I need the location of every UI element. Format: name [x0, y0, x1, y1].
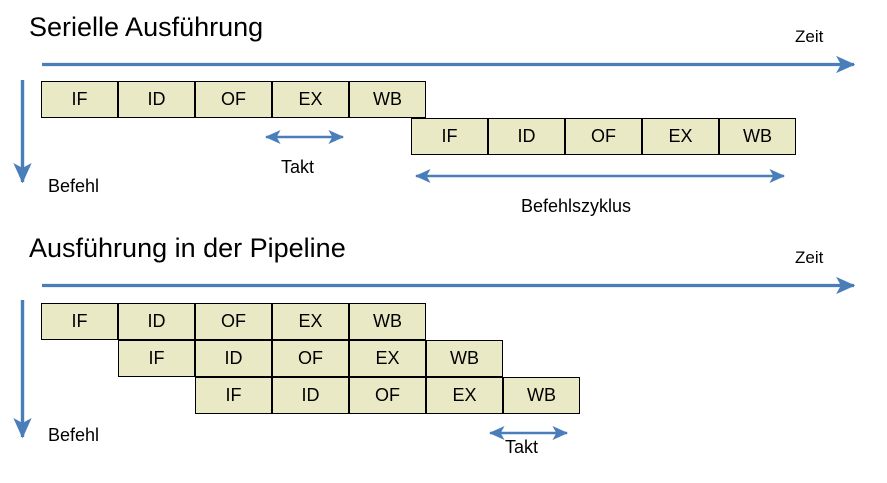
stage-box: ID	[118, 81, 195, 118]
stage-box: IF	[41, 303, 118, 340]
stage-box: OF	[195, 81, 272, 118]
stage-box: EX	[272, 303, 349, 340]
stage-box: IF	[118, 340, 195, 377]
stage-box: EX	[426, 377, 503, 414]
stage-box: OF	[195, 303, 272, 340]
stage-box: EX	[349, 340, 426, 377]
instruction-axis-label-pipeline: Befehl	[48, 425, 100, 445]
stage-box: ID	[118, 303, 195, 340]
stage-box: EX	[272, 81, 349, 118]
section-title-serial: Serielle Ausführung	[29, 12, 264, 42]
takt-label-pipeline: Takt	[505, 437, 539, 457]
stage-box: WB	[349, 303, 426, 340]
stage-box: ID	[488, 118, 565, 155]
section-title-pipeline: Ausführung in der Pipeline	[29, 233, 346, 263]
stage-box: IF	[195, 377, 272, 414]
stage-box: OF	[272, 340, 349, 377]
befehlszyklus-label: Befehlszyklus	[521, 196, 632, 216]
instruction-axis-label-serial: Befehl	[48, 176, 100, 196]
stage-box: OF	[349, 377, 426, 414]
stage-box: EX	[642, 118, 719, 155]
time-axis-label-pipeline: Zeit	[795, 248, 824, 267]
stage-box: WB	[503, 377, 580, 414]
stage-box: ID	[272, 377, 349, 414]
stage-box: IF	[41, 81, 118, 118]
stage-box: WB	[349, 81, 426, 118]
stage-box: IF	[411, 118, 488, 155]
stage-box: OF	[565, 118, 642, 155]
stage-box: ID	[195, 340, 272, 377]
stage-box: WB	[426, 340, 503, 377]
time-axis-label-serial: Zeit	[795, 27, 824, 46]
stage-box: WB	[719, 118, 796, 155]
takt-label-serial: Takt	[281, 157, 315, 177]
